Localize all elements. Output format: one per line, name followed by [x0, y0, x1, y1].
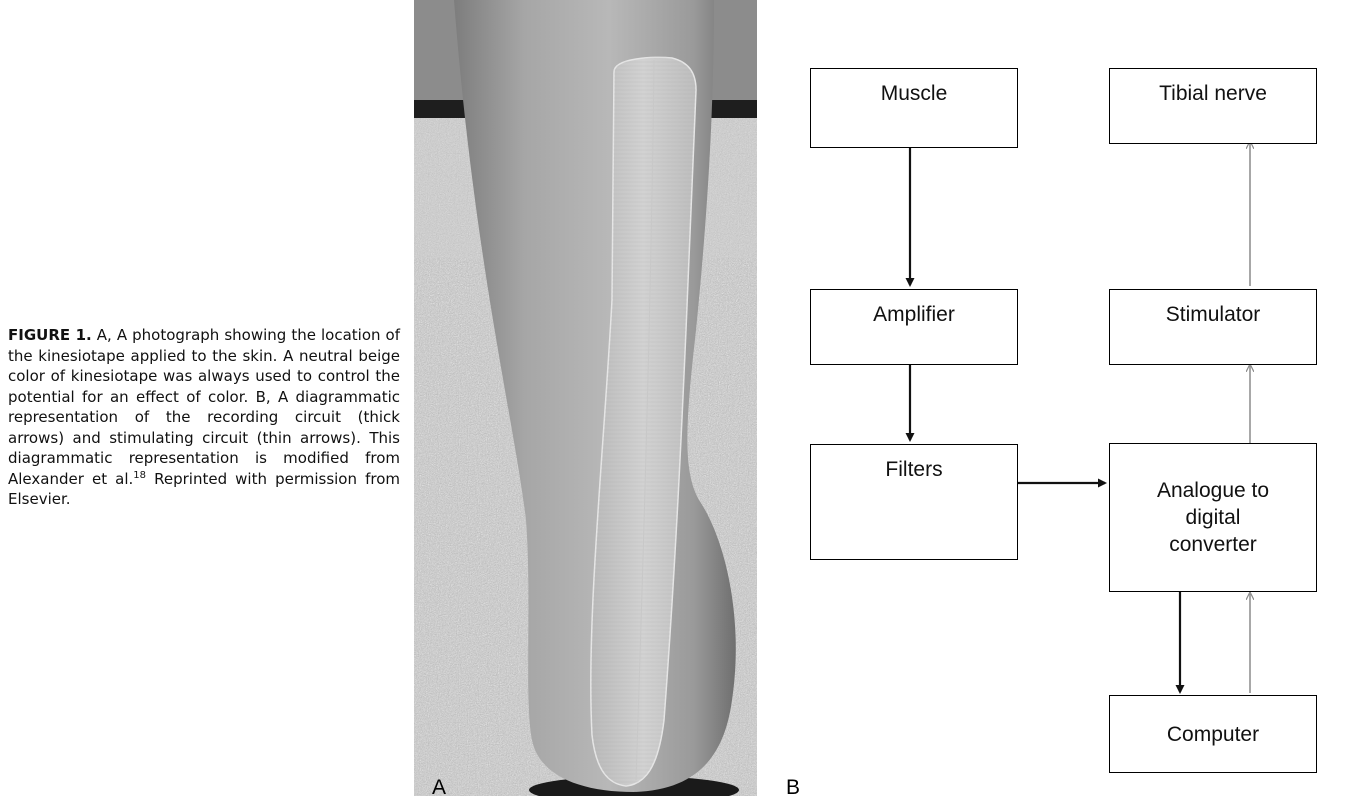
- caption-reference: 18: [133, 470, 146, 481]
- computer-box: Computer: [1109, 695, 1317, 773]
- tibial-nerve-label: Tibial nerve: [1159, 82, 1267, 105]
- muscle-box: Muscle: [810, 68, 1018, 148]
- leg-photo-illustration: [414, 0, 757, 796]
- filters-box: Filters: [810, 444, 1018, 560]
- filters-label: Filters: [885, 458, 942, 481]
- kinesiotape-photograph: [414, 0, 757, 796]
- caption-text: A, A photograph showing the location of …: [8, 326, 400, 488]
- panel-a-label: A: [432, 776, 446, 800]
- stimulator-label: Stimulator: [1166, 303, 1261, 326]
- amplifier-box: Amplifier: [810, 289, 1018, 365]
- converter-label-line3: converter: [1157, 531, 1269, 558]
- converter-box: Analogue to digital converter: [1109, 443, 1317, 592]
- panel-b-label: B: [786, 776, 800, 800]
- muscle-label: Muscle: [881, 82, 948, 105]
- amplifier-label: Amplifier: [873, 303, 955, 326]
- stimulator-box: Stimulator: [1109, 289, 1317, 365]
- converter-label-line2: digital: [1157, 504, 1269, 531]
- tibial-nerve-box: Tibial nerve: [1109, 68, 1317, 144]
- computer-label: Computer: [1167, 721, 1259, 748]
- caption-label: FIGURE 1.: [8, 326, 92, 344]
- converter-label-line1: Analogue to: [1157, 477, 1269, 504]
- circuit-diagram: Muscle Amplifier Filters Analogue to dig…: [780, 0, 1365, 804]
- figure-caption: FIGURE 1. A, A photograph showing the lo…: [8, 325, 400, 510]
